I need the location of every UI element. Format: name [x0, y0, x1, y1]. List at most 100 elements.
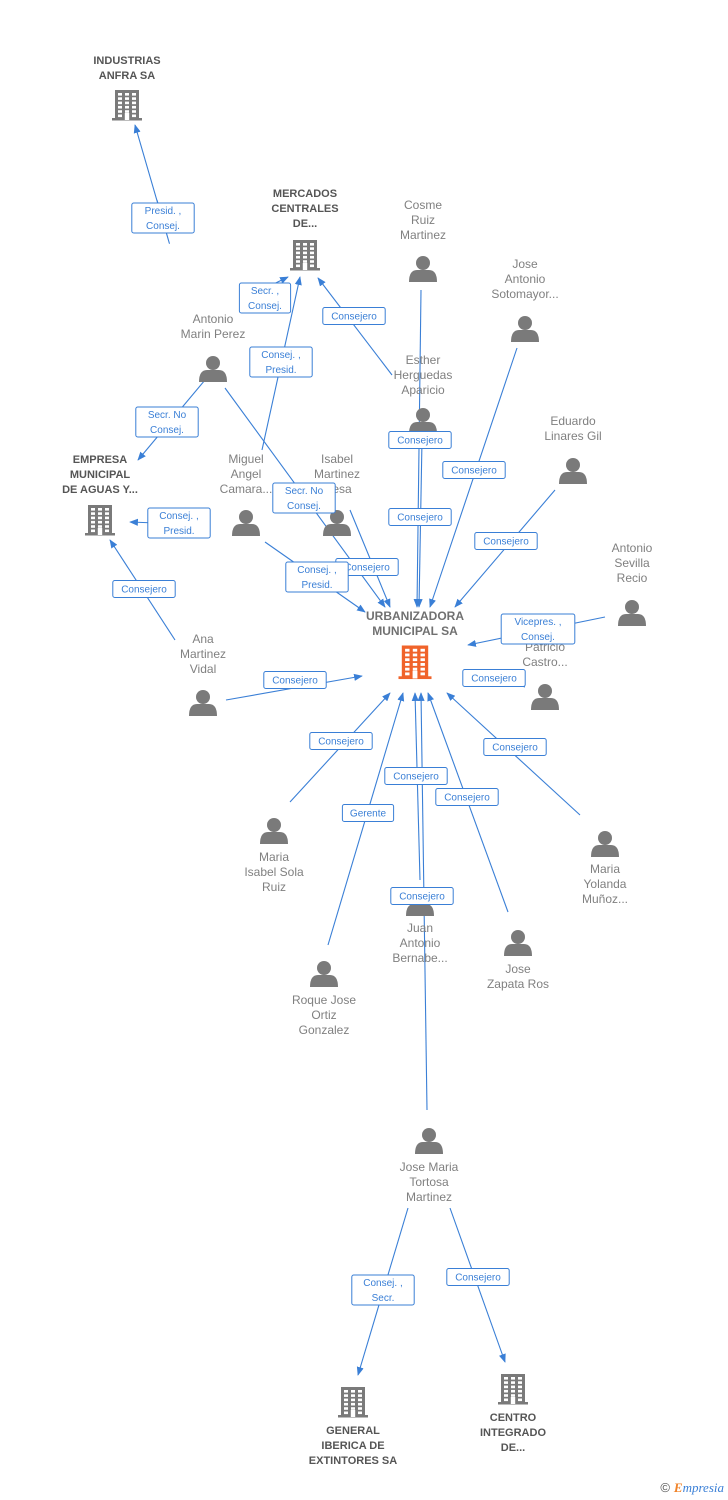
relation-text: Consej. [521, 632, 555, 643]
relation-text: Consejero [272, 676, 318, 687]
relation-label-ana-urbanizadora[interactable]: Consejero [263, 671, 327, 689]
node-label: Marin Perez [181, 327, 246, 341]
relation-box [384, 767, 448, 785]
relation-text: Presid. , [145, 206, 182, 217]
relation-text: Consejero [397, 436, 443, 447]
node-label: Martinez [314, 467, 360, 481]
relation-label-juan_antonio-urbanizadora[interactable]: Consejero [384, 767, 448, 785]
relation-text: Consejero [492, 743, 538, 754]
relation-text: Gerente [350, 809, 387, 820]
relation-box [263, 671, 327, 689]
relation-box [462, 669, 526, 687]
relation-text: Presid. [301, 580, 332, 591]
node-centro[interactable]: CENTROINTEGRADODE... [480, 1374, 546, 1454]
relation-text: Consejero [318, 737, 364, 748]
node-label: Antonio [400, 936, 441, 950]
edge-juan_antonio-to-urbanizadora [411, 692, 421, 881]
node-label: CENTRALES [271, 203, 338, 215]
node-mercados[interactable]: MERCADOSCENTRALESDE... [271, 188, 339, 271]
relation-label-antonio_marin-mercados[interactable]: Secr. ,Consej. [238, 282, 292, 314]
node-label: Maria [590, 862, 620, 876]
person-icon [232, 510, 260, 536]
node-label: ANFRA SA [99, 70, 155, 82]
relation-label-jose_zapata-urbanizadora[interactable]: Consejero [435, 788, 499, 806]
relation-box [131, 202, 195, 234]
relation-text: Consejero [399, 892, 445, 903]
relation-label-ana-empresa_aguas[interactable]: Consejero [112, 580, 176, 598]
node-label: Gonzalez [299, 1023, 350, 1037]
relation-label-maria_isabel-urbanizadora[interactable]: Consejero [309, 732, 373, 750]
node-label: EMPRESA [73, 454, 127, 466]
relation-label-esther-urbanizadora[interactable]: Consejero [388, 508, 452, 526]
node-label: Linares Gil [544, 429, 601, 443]
node-label: Juan [407, 921, 433, 935]
node-label: MERCADOS [273, 188, 337, 200]
relation-label-jose_maria-urbanizadora[interactable]: Consejero [390, 887, 454, 905]
relation-label-jose_antonio-urbanizadora[interactable]: Consejero [442, 461, 506, 479]
relation-box [322, 307, 386, 325]
node-label: Tortosa [409, 1175, 449, 1189]
relation-label-maria_yolanda-urbanizadora[interactable]: Consejero [483, 738, 547, 756]
relation-text: Consej. [150, 425, 184, 436]
relation-label-miguel-urbanizadora[interactable]: Consej. ,Presid. [285, 561, 349, 593]
relation-text: Consej. , [159, 511, 198, 522]
relation-label-patricio-urbanizadora[interactable]: Consejero [462, 669, 526, 687]
relation-box [135, 406, 199, 438]
node-label: Bernabe... [392, 951, 447, 965]
relation-text: Consejero [393, 772, 439, 783]
relation-label-cosme-urbanizadora[interactable]: Consejero [388, 431, 452, 449]
relation-label-antonio_marin-anfra[interactable]: Presid. ,Consej. [131, 202, 195, 234]
relation-label-eduardo-urbanizadora[interactable]: Consejero [474, 532, 538, 550]
relation-box [147, 507, 211, 539]
person-icon [591, 831, 619, 857]
node-label: Recio [617, 571, 648, 585]
relation-label-esther-mercados[interactable]: Consejero [322, 307, 386, 325]
node-label: Maria [259, 850, 289, 864]
node-label: Antonio [612, 541, 653, 555]
person-icon [323, 510, 351, 536]
person-icon [618, 600, 646, 626]
relation-box [388, 508, 452, 526]
node-label: Roque Jose [292, 993, 356, 1007]
node-jose_antonio[interactable]: JoseAntonioSotomayor... [491, 257, 559, 342]
relation-label-miguel-mercados[interactable]: Consej. ,Presid. [249, 346, 313, 378]
copyright-symbol: © [660, 1480, 670, 1495]
empresia-brand[interactable]: ©Empresia [660, 1480, 724, 1496]
node-label: Isabel [321, 452, 353, 466]
relation-label-miguel-empresa_aguas[interactable]: Consej. ,Presid. [147, 507, 211, 539]
relation-text: Secr. , [251, 286, 279, 297]
node-miguel[interactable]: MiguelAngelCamara... [220, 452, 273, 536]
node-label: Angel [231, 467, 262, 481]
relation-box [500, 613, 576, 645]
node-maria_yolanda[interactable]: MariaYolandaMuñoz... [582, 831, 628, 906]
node-label: Martinez [400, 228, 446, 242]
relation-label-roque-urbanizadora[interactable]: Gerente [341, 804, 395, 822]
node-label: Sevilla [614, 556, 650, 570]
relation-label-jose_maria-general_iberica[interactable]: Consej. ,Secr. [351, 1274, 415, 1306]
relation-box [341, 804, 395, 822]
relation-label-antonio_sevilla-urbanizadora[interactable]: Vicepres. ,Consej. [500, 613, 576, 645]
node-label: Antonio [193, 312, 234, 326]
person-icon [409, 408, 437, 434]
relation-text: Consejero [455, 1273, 501, 1284]
node-patricio[interactable]: PatricioCastro... [522, 640, 568, 710]
relation-text: Consejero [483, 537, 529, 548]
node-label: MUNICIPAL SA [372, 624, 458, 638]
relation-label-jose_maria-centro[interactable]: Consejero [446, 1268, 510, 1286]
